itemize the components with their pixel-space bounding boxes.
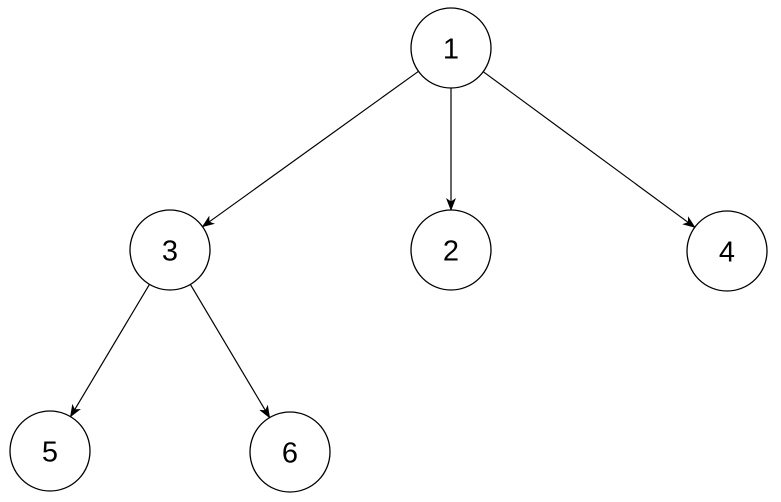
- tree-node-circle-4: [686, 210, 768, 292]
- tree-node-label-4: 4: [719, 236, 735, 268]
- tree-node-label-3: 3: [162, 235, 178, 267]
- tree-node-circle-1: [410, 7, 492, 89]
- edge-3-to-5: [69, 283, 151, 418]
- tree-node-label-5: 5: [42, 436, 58, 468]
- tree-node-5: 5: [9, 410, 91, 492]
- tree-node-circle-3: [129, 209, 211, 291]
- tree-node-2: 2: [410, 209, 492, 291]
- tree-node-label-6: 6: [282, 437, 298, 469]
- tree-node-circle-6: [249, 411, 331, 493]
- tree-node-label-1: 1: [443, 33, 459, 65]
- tree-node-6: 6: [249, 411, 331, 493]
- edge-1-to-3: [201, 70, 419, 228]
- tree-node-4: 4: [686, 210, 768, 292]
- tree-node-label-2: 2: [443, 235, 459, 267]
- tree-node-3: 3: [129, 209, 211, 291]
- tree-node-circle-2: [410, 209, 492, 291]
- edge-1-to-4: [482, 71, 696, 228]
- tree-node-circle-5: [9, 410, 91, 492]
- tree-node-1: 1: [410, 7, 492, 89]
- edge-3-to-6: [189, 284, 271, 419]
